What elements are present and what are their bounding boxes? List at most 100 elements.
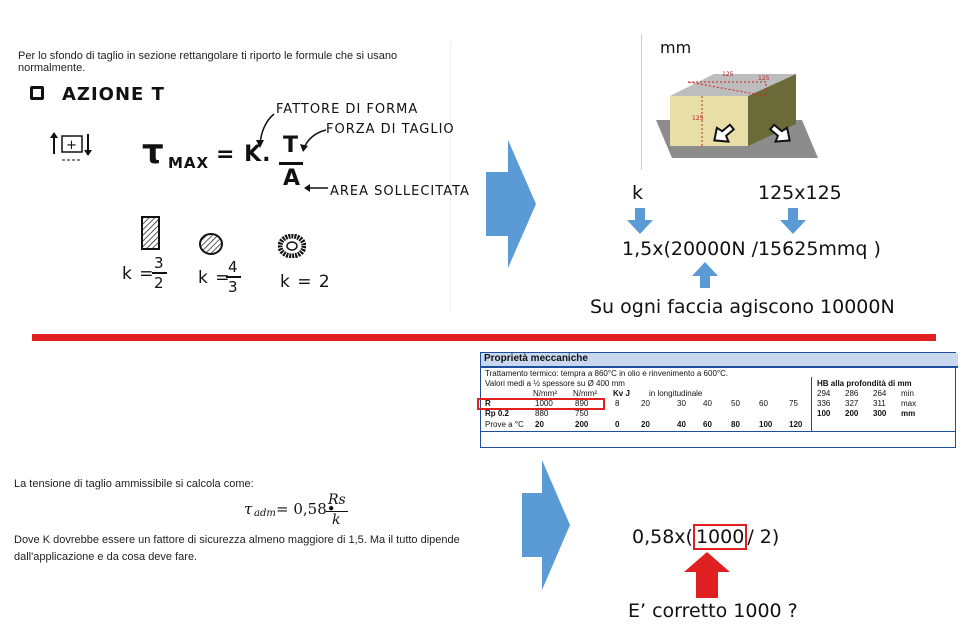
k-circle-fraction: 4 3 [226,258,241,296]
table-prove-4: 20 [641,420,650,429]
k-circle-den: 3 [228,278,239,296]
k-ring-label: k = 2 [280,272,331,292]
k-marker-label: k [632,182,644,204]
circle-section-icon [198,232,224,256]
dim-label-2: 125 [758,75,770,82]
k-rect-fraction: 3 2 [152,254,167,292]
formula-numerator: T [283,133,300,158]
expr-suffix: / 2) [747,526,780,548]
red-divider [32,334,936,341]
table-rp-label: Rp 0.2 [485,409,510,418]
dim-label-1: 125 [722,71,734,78]
table-hb-min-3: 264 [873,389,887,398]
table-prove-3: 0 [615,420,620,429]
force-expression: 1,5x(20000N /15625mmq ) [622,238,881,260]
table-kv-2: 20 [641,399,650,408]
table-hb-max-1: 336 [817,399,831,408]
tau-max-symbol: τ [142,132,165,172]
table-r-2: 890 [575,399,589,408]
tau-adm-subscript: adm [254,508,276,519]
k-rect-label: k = [122,264,155,284]
table-prove-1: 20 [535,420,544,429]
tau-max-subscript: MAX [168,154,210,172]
top-caption: Per lo sfondo di taglio in sezione retta… [18,50,398,74]
expr-prefix: 0,58x( [632,526,693,548]
table-hb-min-1: 294 [817,389,831,398]
blue-arrow-right-icon-2 [522,460,570,590]
k-rect-den: 2 [154,274,165,292]
checkbox-icon [30,86,44,100]
table-kv-7: 75 [789,399,798,408]
tau-adm-mid: = 0,58• [276,500,336,518]
k-rect-num: 3 [152,254,167,274]
expr-highlight: 1000 [692,524,748,550]
formula-equals-k: = K. [216,142,272,167]
table-kv-3: 30 [677,399,686,408]
small-arrows [620,206,820,288]
table-kv-4: 40 [703,399,712,408]
k-circle-label: k = [198,268,231,288]
table-prove-7: 80 [731,420,740,429]
formula-denominator: A [283,166,302,191]
allowable-expression: 0,58x(1000/ 2) [632,524,780,550]
blue-arrow-right-icon [486,140,536,268]
table-depth-4: mm [901,409,916,418]
tau-adm-symbol: τ [244,500,253,518]
table-units2: N/mm² [573,389,597,398]
dim-label-3: 125 [692,115,704,122]
table-prove-9: 120 [789,420,803,429]
table-kv-6: 60 [759,399,768,408]
table-depth-3: 300 [873,409,887,418]
tau-adm-den: k [332,512,341,528]
tau-adm-num: Rs [328,492,346,508]
label-form-factor: FATTORE DI FORMA [276,102,419,117]
table-hb-max-3: 311 [873,399,886,408]
r-row-highlight [477,398,605,410]
table-hb-max-2: 327 [845,399,859,408]
table-rp-1: 880 [535,409,549,418]
question-text: E’ corretto 1000 ? [628,600,798,622]
table-depth-1: 100 [817,409,831,418]
face-force-note: Su ogni faccia agiscono 10000N [590,296,895,318]
bottom-text2: Dove K dovrebbe essere un fattore di sic… [14,534,460,563]
table-hb-min-4: min [901,389,914,398]
table-units1: N/mm² [533,389,557,398]
table-r-label: R [485,399,491,408]
table-hb: HB alla profondità di mm [817,379,912,388]
table-depth-2: 200 [845,409,859,418]
table-kv: Kv J [613,389,630,398]
unit-label: mm [660,38,692,57]
table-hb-min-2: 286 [845,389,859,398]
table-hb-max-4: max [901,399,917,408]
table-prove-6: 60 [703,420,712,429]
label-shear-force: FORZA DI TAGLIO [326,122,455,137]
shear-symbol-icon: + [50,130,100,164]
red-arrow-up-icon [684,552,730,598]
table-row2: Valori medi a ½ spessore su Ø 400 mm [485,379,625,388]
bottom-panel [4,468,514,576]
k-circle-num: 4 [226,258,241,278]
table-hb-divider [811,377,812,431]
table-row1: Trattamento termico: tempra a 860°C in o… [485,369,729,378]
bottom-text1: La tensione di taglio ammissibile si cal… [14,478,254,490]
table-prove-5: 40 [677,420,686,429]
size-label: 125x125 [758,182,842,204]
table-kv-1: 8 [615,399,620,408]
mechanical-properties-table: Proprietà meccaniche Trattamento termico… [477,352,958,448]
tau-adm-bar [326,511,348,512]
table-grid-line [481,431,955,432]
ring-section-icon [277,233,307,259]
table-kv-5: 50 [731,399,740,408]
table-title: Proprietà meccaniche [481,353,958,368]
formula-fraction-bar [279,162,303,165]
table-rp-2: 750 [575,409,589,418]
svg-text:+: + [66,138,77,153]
block-image: 125 125 125 [641,34,820,170]
azione-heading: AZIONE T [62,84,165,105]
table-prove-label: Prove a °C [485,420,524,429]
table-r-1: 1000 [535,399,553,408]
table-prove-8: 100 [759,420,773,429]
label-area: AREA SOLLECITATA [330,184,470,199]
table-longit: in longitudinale [649,389,703,398]
annotation-arrows [240,108,340,198]
